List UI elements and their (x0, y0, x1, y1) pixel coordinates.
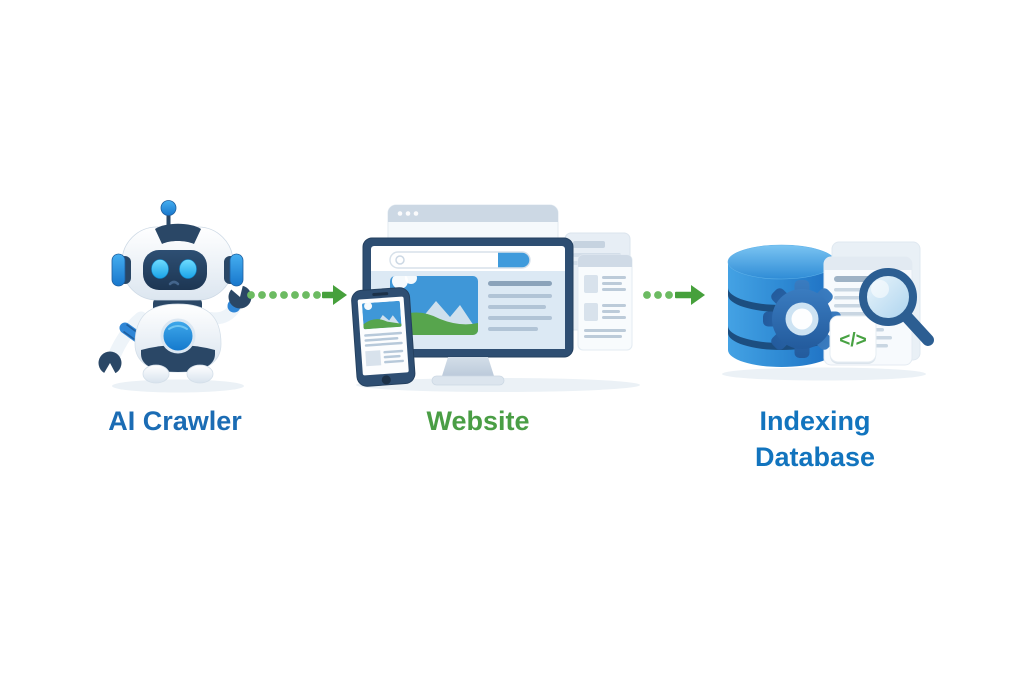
code-glyph: </> (839, 330, 866, 351)
robot-foot-left (142, 364, 170, 384)
arrow-head-icon (675, 285, 705, 305)
monitor (362, 237, 574, 358)
stacked-page-front (577, 254, 633, 351)
magnifier-icon (859, 268, 934, 346)
robot-mouth (168, 280, 180, 286)
phone-home-button (381, 375, 391, 385)
phone-text-lines (364, 331, 405, 367)
search-bar (389, 251, 531, 269)
robot-head-cap (155, 223, 201, 244)
label-website: Website (426, 406, 530, 436)
robot-left-arm (98, 311, 148, 380)
robot-mascot-illustration (98, 200, 252, 393)
phone-speaker (372, 292, 389, 297)
robot-eye-left (151, 259, 169, 279)
smartphone (351, 287, 416, 387)
robot-ear-left (111, 253, 131, 287)
arrow-dots (247, 291, 321, 299)
arrow-website-to-database (643, 285, 705, 305)
robot-ear-right (224, 253, 244, 287)
robot-chest-button (160, 318, 196, 354)
robot-foot-right (186, 364, 214, 384)
arrow-dots (643, 291, 673, 299)
page-text-lines (488, 281, 552, 331)
robot-eye-right (179, 259, 197, 279)
browser-dots-icon (397, 211, 419, 216)
arrow-head-icon (322, 285, 347, 305)
arrow-crawler-to-website (247, 285, 347, 305)
code-icon: </> (829, 315, 877, 364)
monitor-stand (431, 357, 505, 386)
phone-hero-image (361, 300, 402, 330)
robot-shadow (112, 379, 244, 393)
database-shadow (722, 367, 926, 381)
robot-antenna (160, 200, 177, 229)
responsive-website-illustration (351, 204, 640, 392)
gear-icon (763, 280, 841, 358)
label-indexing-database: Indexing Database (754, 406, 876, 472)
label-ai-crawler: AI Crawler (108, 406, 242, 436)
database-indexing-illustration: </> (722, 241, 934, 381)
search-icon (395, 255, 405, 265)
